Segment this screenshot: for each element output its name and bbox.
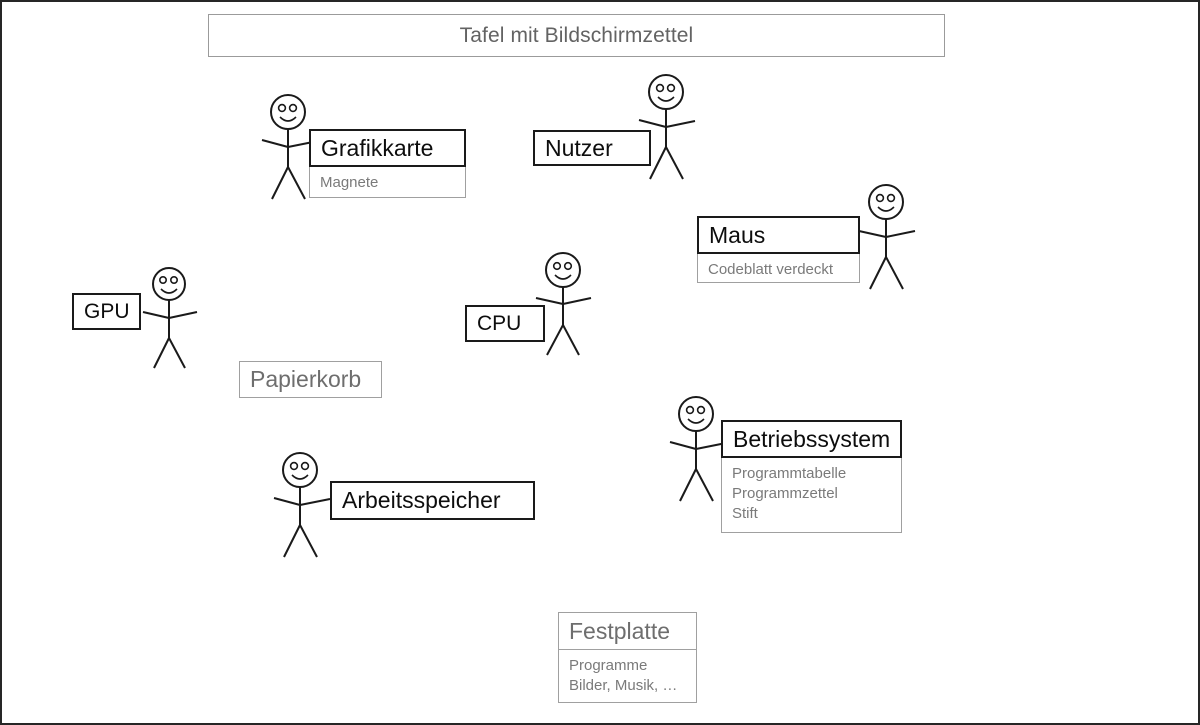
card-betriebssystem[interactable]: Betriebssystem Programmtabelle Programmz… <box>721 420 902 533</box>
card-maus-title: Maus <box>709 221 766 248</box>
card-festplatte-body: Programme Bilder, Musik, … <box>558 650 697 703</box>
card-cpu-title: CPU <box>477 312 522 335</box>
card-arbeitsspeicher-header[interactable]: Arbeitsspeicher <box>330 481 535 520</box>
card-betriebssystem-header[interactable]: Betriebssystem <box>721 420 902 458</box>
card-nutzer[interactable]: Nutzer <box>533 130 651 166</box>
card-betriebssystem-line-0: Programmtabelle <box>732 465 847 482</box>
card-gpu-header[interactable]: GPU <box>72 293 141 330</box>
stick-figure-cpu <box>532 252 594 358</box>
card-papierkorb[interactable]: Papierkorb <box>239 361 382 398</box>
card-maus-body: Codeblatt verdeckt <box>697 254 860 283</box>
card-grafikkarte-header[interactable]: Grafikkarte <box>309 129 466 167</box>
card-festplatte-line-0: Programme <box>569 657 648 674</box>
page-title: Tafel mit Bildschirmzettel <box>459 23 694 47</box>
card-betriebssystem-body: Programmtabelle Programmzettel Stift <box>721 458 902 533</box>
card-cpu-header[interactable]: CPU <box>465 305 545 342</box>
card-festplatte-title: Festplatte <box>569 617 670 644</box>
card-papierkorb-title: Papierkorb <box>250 366 362 392</box>
card-gpu-title: GPU <box>84 300 130 323</box>
card-festplatte-header[interactable]: Festplatte <box>558 612 697 650</box>
card-grafikkarte-title: Grafikkarte <box>321 134 434 161</box>
card-maus[interactable]: Maus Codeblatt verdeckt <box>697 216 860 283</box>
card-cpu[interactable]: CPU <box>465 305 545 342</box>
card-gpu[interactable]: GPU <box>72 293 141 330</box>
stick-figure-betriebssystem <box>668 396 730 504</box>
card-grafikkarte-line-0: Magnete <box>320 174 379 191</box>
card-maus-line-0: Codeblatt verdeckt <box>708 261 834 278</box>
card-nutzer-title: Nutzer <box>545 134 613 161</box>
card-nutzer-header[interactable]: Nutzer <box>533 130 651 166</box>
card-betriebssystem-line-1: Programmzettel <box>732 485 838 502</box>
card-arbeitsspeicher[interactable]: Arbeitsspeicher <box>330 481 535 520</box>
card-grafikkarte[interactable]: Grafikkarte Magnete <box>309 129 466 198</box>
card-papierkorb-header[interactable]: Papierkorb <box>239 361 382 398</box>
stick-figure-gpu <box>138 267 200 371</box>
card-betriebssystem-title: Betriebssystem <box>733 425 891 452</box>
stick-figure-grafikkarte <box>260 94 322 202</box>
card-maus-header[interactable]: Maus <box>697 216 860 254</box>
stick-figure-arbeitsspeicher <box>272 452 334 560</box>
diagram-title-box: Tafel mit Bildschirmzettel <box>208 14 945 57</box>
card-betriebssystem-line-2: Stift <box>732 505 758 522</box>
card-festplatte[interactable]: Festplatte Programme Bilder, Musik, … <box>558 612 697 703</box>
card-arbeitsspeicher-title: Arbeitsspeicher <box>342 487 501 513</box>
card-festplatte-line-1: Bilder, Musik, … <box>569 677 678 694</box>
stick-figure-maus <box>855 184 917 292</box>
stick-figure-nutzer <box>636 74 698 182</box>
card-grafikkarte-body: Magnete <box>309 167 466 198</box>
